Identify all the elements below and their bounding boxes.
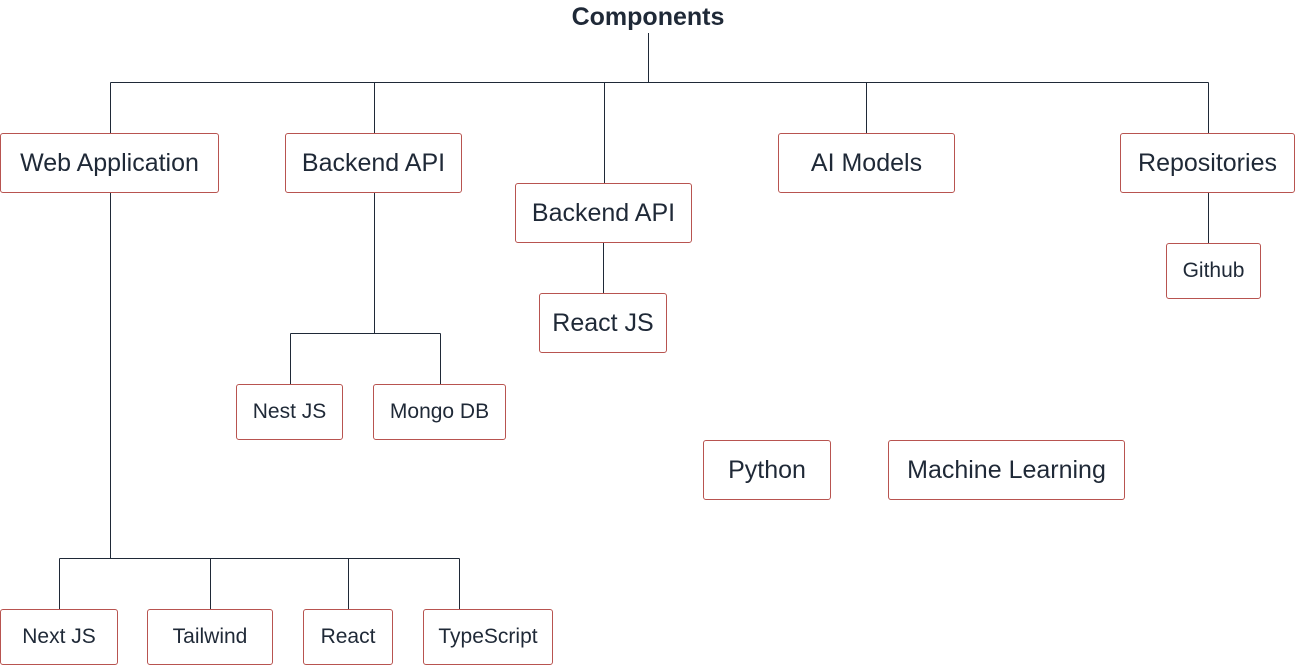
node-repositories[interactable]: Repositories bbox=[1120, 133, 1295, 193]
node-tailwind[interactable]: Tailwind bbox=[147, 609, 273, 665]
node-nest-js[interactable]: Nest JS bbox=[236, 384, 343, 440]
node-mongo-db[interactable]: Mongo DB bbox=[373, 384, 506, 440]
node-typescript[interactable]: TypeScript bbox=[423, 609, 553, 665]
node-ai-models[interactable]: AI Models bbox=[778, 133, 955, 193]
diagram-title: Components bbox=[571, 3, 725, 31]
node-backend-api-2[interactable]: Backend API bbox=[515, 183, 692, 243]
node-github[interactable]: Github bbox=[1166, 243, 1261, 299]
node-react[interactable]: React bbox=[303, 609, 393, 665]
node-react-js[interactable]: React JS bbox=[539, 293, 667, 353]
node-next-js[interactable]: Next JS bbox=[0, 609, 118, 665]
node-backend-api-1[interactable]: Backend API bbox=[285, 133, 462, 193]
node-web-application[interactable]: Web Application bbox=[0, 133, 219, 193]
node-machine-learning[interactable]: Machine Learning bbox=[888, 440, 1125, 500]
node-python[interactable]: Python bbox=[703, 440, 831, 500]
